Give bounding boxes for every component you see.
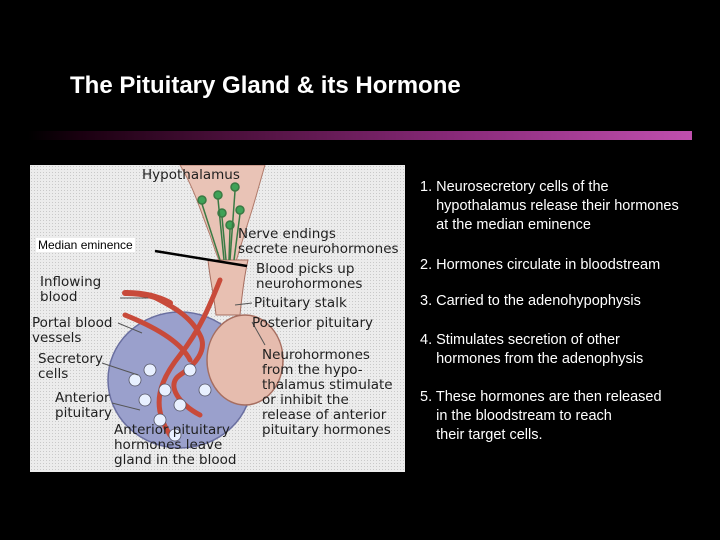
- pituitary-illustration: [101, 165, 284, 449]
- label-secretory-cells: Secretory cells: [38, 351, 103, 382]
- portal-vessels: [122, 277, 223, 438]
- label-posterior-pituitary: Posterior pituitary: [252, 315, 373, 331]
- step-1: 1. Neurosecretory cells of the hypothala…: [420, 179, 679, 233]
- label-anterior-hormones-leave: Anterior pituitary hormones leave gland …: [114, 422, 237, 468]
- label-pointers: [101, 297, 266, 411]
- step-4: 4. Stimulates secretion of other hormone…: [420, 332, 644, 367]
- label-anterior-pituitary: Anterior pituitary: [55, 390, 113, 421]
- title-divider-bar: [28, 131, 692, 140]
- label-blood-picks-up: Blood picks up neurohormones: [256, 261, 363, 292]
- posterior-lobe-shape: [206, 314, 284, 406]
- slide-title: The Pituitary Gland & its Hormone: [70, 72, 461, 99]
- label-inflowing-blood: Inflowing blood: [40, 274, 102, 305]
- inflowing-vessel: [122, 290, 173, 306]
- step-5: 5. These hormones are then released in t…: [420, 389, 662, 443]
- label-portal-blood-vessels: Portal blood vessels: [32, 315, 113, 346]
- label-hypothalamus: Hypothalamus: [142, 167, 240, 183]
- step-3: 3. Carried to the adenohypophysis: [420, 293, 641, 309]
- secretory-cells: [128, 363, 212, 442]
- neurosecretory-neurons: [197, 182, 245, 261]
- median-eminence-label: Median eminence: [36, 238, 135, 252]
- step-2: 2. Hormones circulate in bloodstream: [420, 257, 661, 273]
- label-pituitary-stalk: Pituitary stalk: [254, 295, 347, 311]
- pituitary-diagram: Hypothalamus Nerve endings secrete neuro…: [30, 165, 405, 472]
- label-neurohormones-note: Neurohormones from the hypo- thalamus st…: [262, 347, 393, 438]
- label-nerve-endings: Nerve endings secrete neurohormones: [238, 226, 399, 257]
